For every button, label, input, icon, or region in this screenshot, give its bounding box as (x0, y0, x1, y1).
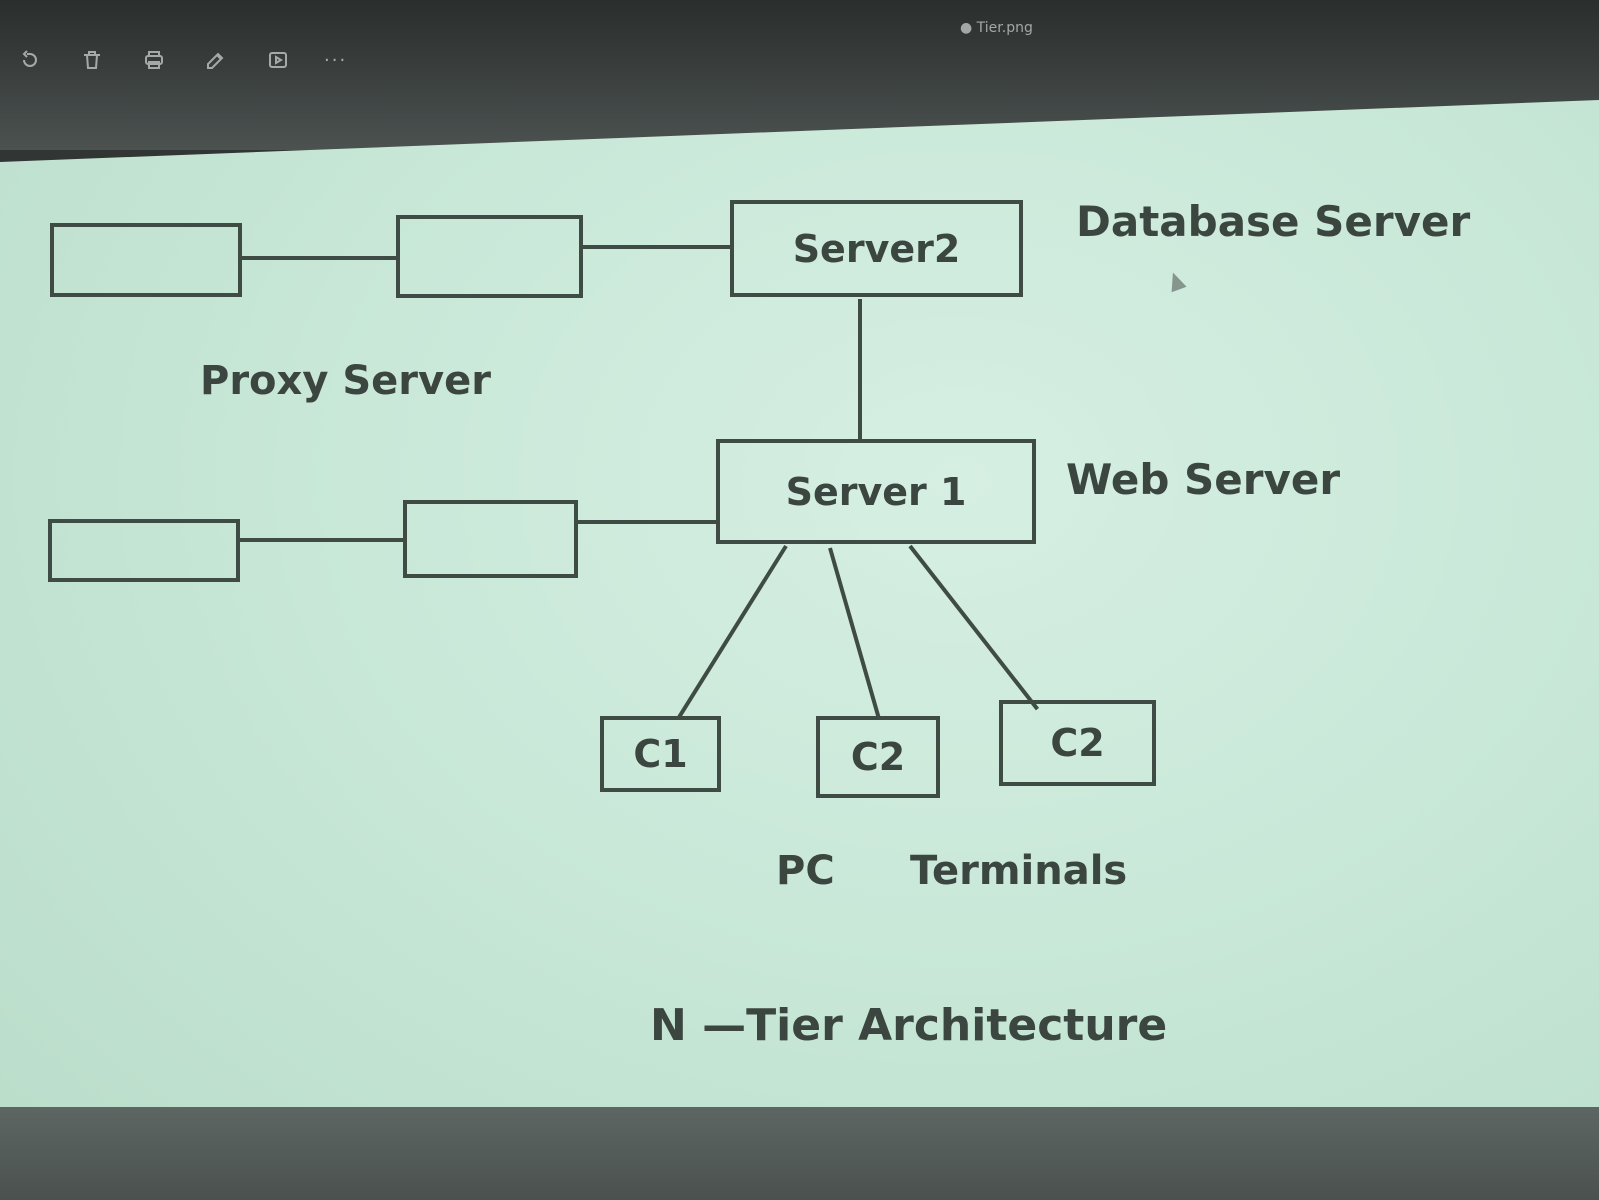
mouse-cursor-icon (1165, 269, 1187, 293)
server2-box: Server2 (730, 200, 1023, 297)
client-c1-box: C1 (600, 716, 721, 792)
connector-top-right (583, 245, 730, 249)
connector-server1-c1 (677, 544, 788, 719)
terminal-c2-box: C2 (999, 700, 1156, 786)
connector-bottom-left (240, 538, 403, 542)
connector-bottom-right (578, 520, 716, 524)
client-c2-label: C2 (850, 735, 906, 779)
pc-label: PC (776, 848, 835, 894)
screen-bottom-frame (0, 1107, 1599, 1200)
database-server-label: Database Server (1076, 197, 1471, 246)
server2-label: Server2 (792, 226, 961, 271)
terminal-c2-label: C2 (1050, 721, 1105, 765)
server1-box: Server 1 (716, 439, 1036, 544)
file-title: ● Tier.png (960, 20, 1033, 36)
server1-label: Server 1 (785, 469, 967, 514)
proxy-box-bottom-middle (403, 500, 578, 578)
print-icon[interactable] (138, 44, 170, 76)
connector-top-left (242, 256, 396, 260)
proxy-box-bottom-left (48, 519, 240, 582)
slideshow-icon[interactable] (262, 44, 294, 76)
trash-icon[interactable] (76, 44, 108, 76)
web-server-label: Web Server (1066, 455, 1341, 504)
client-c1-label: C1 (633, 732, 688, 776)
diagram-title: N —Tier Architecture (650, 1000, 1168, 1051)
connector-server1-c2 (828, 547, 881, 718)
connector-server1-terminal (908, 544, 1040, 711)
proxy-box-top-middle (396, 215, 583, 298)
client-c2-box: C2 (816, 716, 940, 798)
edit-icon[interactable] (200, 44, 232, 76)
terminals-label: Terminals (910, 848, 1128, 894)
proxy-server-label: Proxy Server (200, 358, 491, 404)
proxy-box-top-left (50, 223, 242, 297)
more-options-button[interactable]: ··· (324, 49, 348, 71)
connector-server2-server1 (858, 299, 862, 441)
viewer-toolbar: ··· (14, 44, 347, 76)
rotate-icon[interactable] (14, 44, 46, 76)
